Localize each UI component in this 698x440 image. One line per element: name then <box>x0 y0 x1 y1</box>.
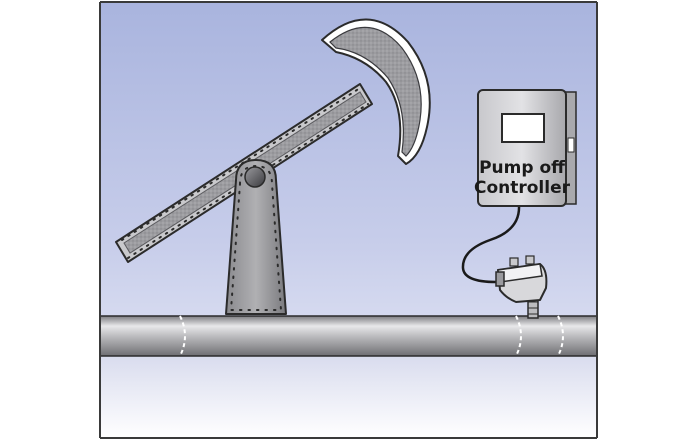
beam-rivets-top <box>121 87 361 241</box>
controller-label-line1: Pump off <box>479 158 565 178</box>
pressure-sensor-icon <box>495 255 548 319</box>
pipe-joint-3 <box>557 315 564 357</box>
sensor-cable <box>461 205 521 284</box>
pipe-joint-2 <box>515 315 522 357</box>
controller-box-icon: Pump off Controller <box>474 89 577 207</box>
horse-head <box>321 18 431 165</box>
saddle-bearing <box>244 166 266 188</box>
pipeline-icon <box>99 315 598 357</box>
pipe-joint-1 <box>179 315 186 357</box>
pumpjack-icon <box>115 18 431 315</box>
controller-display <box>501 113 545 143</box>
controller-label-line2: Controller <box>474 178 571 198</box>
samson-post <box>225 159 287 315</box>
ground-area <box>100 356 597 438</box>
